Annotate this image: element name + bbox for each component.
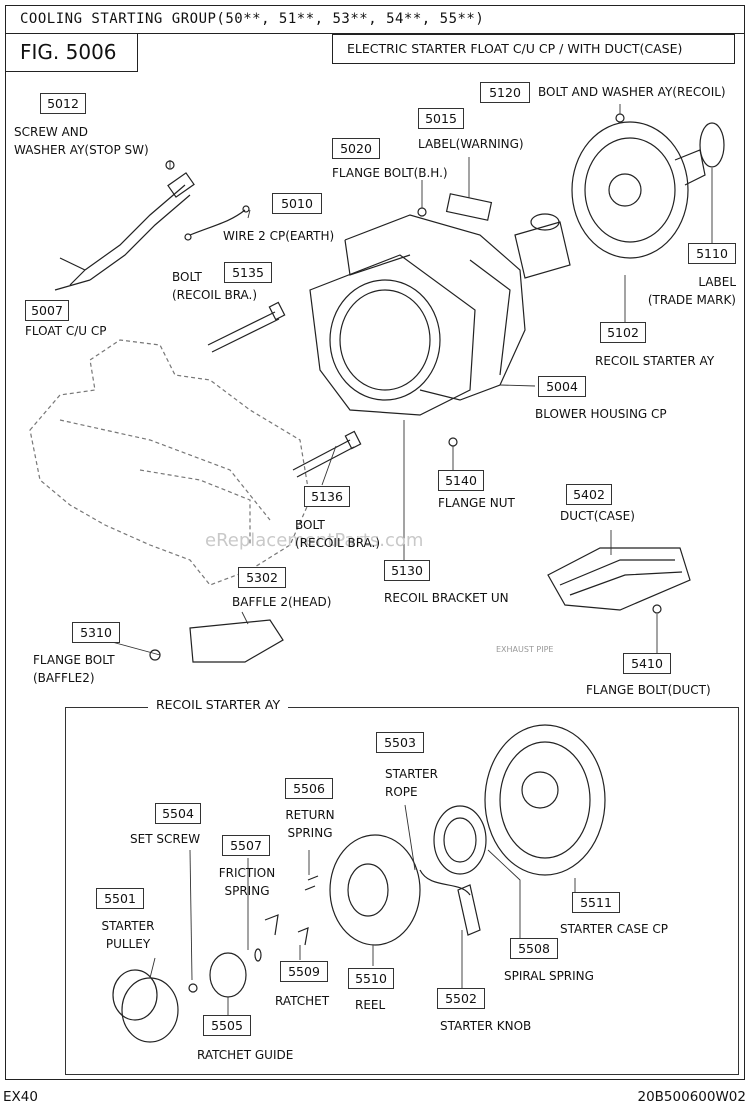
part-number-5507: 5507: [222, 835, 270, 856]
part-label-5502: STARTER KNOB: [440, 1019, 532, 1033]
part-label-5505: RATCHET GUIDE: [197, 1048, 294, 1062]
diagram-frame: COOLING STARTING GROUP(50**, 51**, 53**,…: [5, 5, 745, 1080]
part-number-5503: 5503: [376, 732, 424, 753]
part-label-5136: BOLT (RECOIL BRA.): [295, 518, 381, 550]
earth-wire-drawing: [184, 205, 250, 241]
engine-outline-drawing: [29, 339, 311, 586]
part-number-5135: 5135: [224, 262, 272, 283]
part-label-5140: FLANGE NUT: [438, 496, 515, 510]
part-number-5510: 5510: [348, 968, 394, 989]
part-label-5501: STARTER PULLEY: [101, 919, 155, 951]
warning-label-drawing: [445, 193, 493, 221]
part-number-5007: 5007: [25, 300, 69, 321]
part-label-5135: BOLT (RECOIL BRA.): [172, 270, 258, 302]
part-label-5004: BLOWER HOUSING CP: [535, 407, 667, 421]
figure-label: FIG. 5006: [20, 40, 117, 64]
watermark: eReplacementParts.com: [205, 530, 424, 551]
part-label-5508: SPIRAL SPRING: [504, 969, 594, 983]
part-label-5012: SCREW AND WASHER AY(STOP SW): [14, 125, 149, 157]
recoil-starter-section: [65, 707, 739, 1075]
part-number-5110: 5110: [688, 243, 736, 264]
part-number-5140: 5140: [438, 470, 484, 491]
part-number-5410: 5410: [623, 653, 671, 674]
starter-duct-tube-drawing: [514, 213, 571, 279]
part-number-5506: 5506: [285, 778, 333, 799]
part-label-5507: FRICTION SPRING: [218, 866, 276, 898]
part-number-5004: 5004: [538, 376, 586, 397]
part-label-5020: FLANGE BOLT(B.H.): [332, 166, 448, 180]
part-label-5310: FLANGE BOLT (BAFFLE2): [33, 653, 115, 685]
part-label-5302: BAFFLE 2(HEAD): [232, 595, 332, 609]
part-label-5503: STARTER ROPE: [385, 767, 438, 799]
part-number-5102: 5102: [600, 322, 646, 343]
float-switch-drawing: [54, 160, 195, 291]
baffle-drawing: [189, 619, 284, 663]
trade-mark-label-drawing: [699, 122, 725, 168]
part-number-5130: 5130: [384, 560, 430, 581]
part-label-5511: STARTER CASE CP: [560, 922, 668, 936]
recoil-leader-lines: [149, 804, 576, 1015]
part-label-5504: SET SCREW: [130, 832, 201, 846]
part-number-5015: 5015: [418, 108, 464, 129]
exhaust-pipe-label: EXHAUST PIPE: [496, 645, 554, 654]
part-number-5402: 5402: [566, 484, 612, 505]
recoil-bracket-bolt-5135-drawing: [207, 301, 286, 353]
leader-lines: [111, 104, 713, 656]
part-label-5130: RECOIL BRACKET UN: [384, 591, 509, 605]
part-number-5302: 5302: [238, 567, 286, 588]
part-label-5410: FLANGE BOLT(DUCT): [586, 683, 711, 697]
group-title-bar: COOLING STARTING GROUP(50**, 51**, 53**,…: [6, 6, 744, 34]
part-label-5402: DUCT(CASE): [560, 509, 635, 523]
part-number-5310: 5310: [72, 622, 120, 643]
part-label-5110: LABEL (TRADE MARK): [647, 275, 736, 307]
part-number-5012: 5012: [40, 93, 86, 114]
recoil-starter-section-title: RECOIL STARTER AY: [148, 697, 289, 712]
part-number-5136: 5136: [304, 486, 350, 507]
part-label-5007: FLOAT C/U CP: [25, 324, 107, 338]
part-number-5508: 5508: [510, 938, 558, 959]
subtitle: ELECTRIC STARTER FLOAT C/U CP / WITH DUC…: [347, 41, 683, 56]
part-number-5502: 5502: [437, 988, 485, 1009]
recoil-exploded-drawing: [112, 724, 606, 1043]
drawing-code: 20B500600W02: [637, 1089, 746, 1105]
part-label-5510: REEL: [355, 998, 386, 1012]
recoil-bracket-drawing: [309, 254, 476, 416]
part-label-5506: RETURN SPRING: [285, 808, 335, 840]
part-number-5010: 5010: [272, 193, 322, 214]
model-code: EX40: [3, 1089, 38, 1105]
part-label-5120: BOLT AND WASHER AY(RECOIL): [538, 85, 726, 99]
subtitle-box: ELECTRIC STARTER FLOAT C/U CP / WITH DUC…: [332, 34, 735, 64]
part-label-5010: WIRE 2 CP(EARTH): [223, 229, 335, 243]
part-label-5509: RATCHET: [275, 994, 330, 1008]
part-number-5020: 5020: [332, 138, 380, 159]
part-number-5511: 5511: [572, 892, 620, 913]
part-number-5501: 5501: [96, 888, 144, 909]
recoil-bracket-bolt-5136-drawing: [292, 430, 362, 478]
part-number-5509: 5509: [280, 961, 328, 982]
part-number-5505: 5505: [203, 1015, 251, 1036]
part-number-5504: 5504: [155, 803, 201, 824]
duct-case-drawing: [547, 547, 691, 611]
blower-housing-drawing: [344, 214, 526, 401]
part-label-5102: RECOIL STARTER AY: [595, 354, 715, 368]
group-title: COOLING STARTING GROUP(50**, 51**, 53**,…: [20, 11, 485, 27]
part-number-5120: 5120: [480, 82, 530, 103]
part-label-5015: LABEL(WARNING): [418, 137, 524, 151]
figure-label-box: FIG. 5006: [6, 34, 138, 72]
recoil-starter-drawing: [571, 121, 706, 259]
